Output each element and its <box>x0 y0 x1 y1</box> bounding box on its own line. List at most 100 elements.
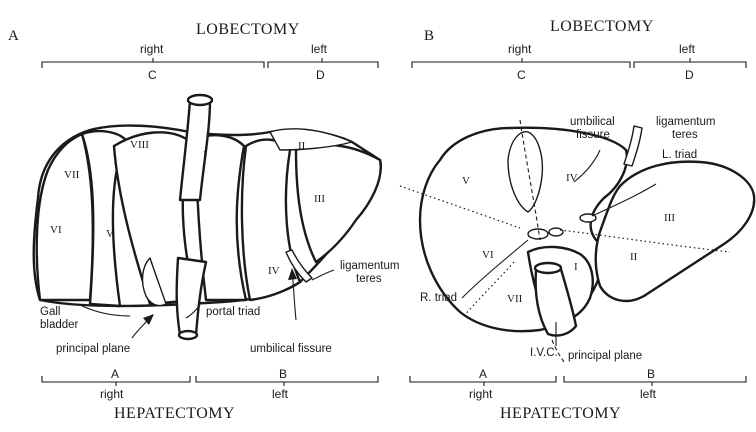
principal-plane-b <box>551 339 565 363</box>
panel-b-letter: B <box>424 28 434 44</box>
seg-b-v: V <box>462 175 470 187</box>
panel-b-bracket-a <box>409 376 557 386</box>
callout-b-ivc: I.V.C. <box>530 347 558 359</box>
seg-a-i: I <box>203 149 207 161</box>
callout-b-umbilical: umbilical <box>570 116 615 128</box>
lobe-vi <box>35 132 95 302</box>
panel-a-top-left-label: left <box>311 42 328 56</box>
ligamentum-teres-a <box>285 249 313 283</box>
hilum-b <box>548 227 564 237</box>
boundary-b-4 <box>519 119 541 241</box>
panel-a-liver-drawing <box>32 93 382 341</box>
callout-a-gall: Gall <box>40 306 60 318</box>
panel-a-bracket-d <box>267 58 379 68</box>
seg-b-ii: II <box>630 251 638 263</box>
panel-a-letter: A <box>8 28 19 44</box>
panel-b-bottom-brackets: A right B left HEPATECTOMY <box>409 367 747 422</box>
seg-b-iv: IV <box>566 172 578 184</box>
seg-a-ii: II <box>298 140 306 152</box>
panel-b-bracket-d <box>633 58 747 68</box>
callout-b-r-triad: R. triad <box>420 292 457 304</box>
umbilical-arrowhead-a <box>288 268 297 280</box>
panel-b-segment-labels: V IV III VI II I VII <box>462 172 675 305</box>
principal-plane-arrowhead-a <box>143 314 154 325</box>
panel-b-letter-d: D <box>685 68 694 82</box>
lobe-iii <box>294 143 382 264</box>
lobe-ii <box>269 128 353 151</box>
panel-b-bottom-left-label: left <box>640 387 657 401</box>
panel-a-hepatectomy-title: HEPATECTOMY <box>114 405 235 422</box>
panel-a-bracket-a <box>41 376 191 386</box>
lobe-i <box>194 134 248 302</box>
panel-a-bottom-letter-a: A <box>111 367 119 381</box>
panel-b-bottom-letter-b: B <box>647 367 655 381</box>
lobe-viii <box>112 131 198 306</box>
boundary-b-3 <box>461 261 515 319</box>
panel-b-bottom-letter-a: A <box>479 367 487 381</box>
panel-a-letter-c: C <box>148 68 157 82</box>
gall-bladder-b <box>507 131 544 213</box>
portal-vein-a-opening <box>177 329 199 341</box>
callout-b-teres: teres <box>672 129 698 141</box>
left-lobe-b <box>594 160 756 303</box>
seg-b-iii: III <box>664 212 675 224</box>
panel-a-bottom-letter-b: B <box>279 367 287 381</box>
lobe-vii <box>80 129 128 308</box>
panel-a-top-brackets: right C left D <box>41 42 379 82</box>
l-triad-leader <box>591 183 657 217</box>
ligamentum-teres-leader-a <box>311 269 335 281</box>
panel-b-liver-drawing <box>399 119 756 363</box>
panel-b-top-right-label: right <box>508 42 532 56</box>
seg-b-i: I <box>574 261 578 273</box>
callout-a-teres: teres <box>356 273 382 285</box>
panel-a-bottom-left-label: left <box>272 387 289 401</box>
r-triad-leader <box>461 239 529 299</box>
panel-a: A LOBECTOMY right C left D <box>8 21 399 422</box>
seg-b-vi: VI <box>482 249 494 261</box>
panel-a-bottom-brackets: A right B left HEPATECTOMY <box>41 367 379 422</box>
panel-a-top-right-label: right <box>140 42 164 56</box>
panel-a-bracket-c <box>41 58 265 68</box>
seg-a-iii: III <box>314 193 325 205</box>
panel-a-letter-d: D <box>316 68 325 82</box>
panel-b-top-brackets: right C left D <box>411 42 747 82</box>
gall-bladder-leader <box>81 305 131 317</box>
umbilical-fissure-leader-b <box>573 149 601 183</box>
r-triad-b <box>527 228 549 240</box>
seg-a-iv: IV <box>268 265 280 277</box>
panel-a-bottom-right-label: right <box>100 387 124 401</box>
panel-b-callouts: umbilical fissure ligamentum teres L. tr… <box>420 116 715 362</box>
portal-triad-leader <box>185 304 201 319</box>
callout-b-l-triad: L. triad <box>662 149 697 161</box>
callout-b-principal-plane: principal plane <box>568 350 642 362</box>
ligamentum-teres-b <box>623 125 643 167</box>
ivc-a <box>178 98 212 202</box>
panel-b-top-left-label: left <box>679 42 696 56</box>
seg-a-vii: VII <box>64 169 80 181</box>
boundary-b-1 <box>399 185 521 229</box>
callout-a-umbilical-fissure: umbilical fissure <box>250 343 332 355</box>
callout-b-ligamentum: ligamentum <box>656 116 715 128</box>
seg-a-v: V <box>106 228 114 240</box>
panel-b-hepatectomy-title: HEPATECTOMY <box>500 405 621 422</box>
panel-b-bracket-c <box>411 58 631 68</box>
ivc-b-opening <box>533 261 563 275</box>
panel-b-letter-c: C <box>517 68 526 82</box>
boundary-b-2 <box>559 229 731 253</box>
panel-a-bracket-b <box>195 376 379 386</box>
panel-a-segment-labels: VI VII VIII V I II III IV <box>50 139 325 277</box>
ivc-a-opening <box>186 93 214 107</box>
callout-a-portal-triad: portal triad <box>206 306 260 318</box>
seg-b-vii: VII <box>507 293 523 305</box>
panel-a-lobectomy-title: LOBECTOMY <box>196 21 300 38</box>
panel-b-bracket-b <box>563 376 747 386</box>
panel-a-callouts: ligamentum teres Gall bladder portal tri… <box>40 260 399 355</box>
seg-a-vi: VI <box>50 224 62 236</box>
panel-b-bottom-right-label: right <box>469 387 493 401</box>
ivc-b <box>534 264 578 337</box>
panel-b: B LOBECTOMY right C left D <box>399 18 756 422</box>
gall-bladder-a <box>141 257 167 307</box>
seg-a-viii: VIII <box>130 139 149 151</box>
